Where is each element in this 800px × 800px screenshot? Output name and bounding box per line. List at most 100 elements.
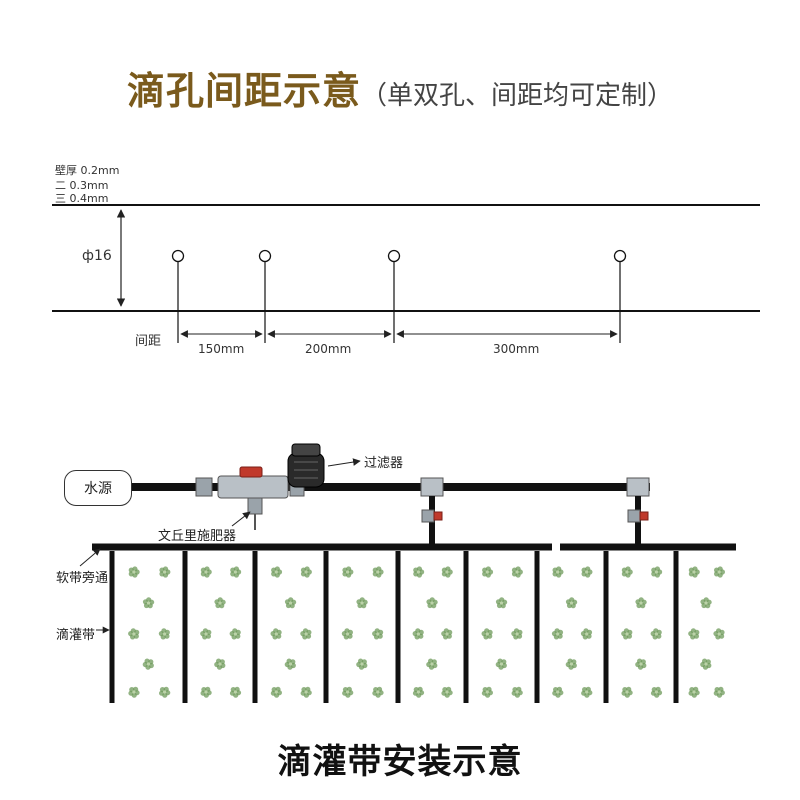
plant (621, 566, 633, 578)
bypass-label: 软带旁通 (56, 571, 109, 586)
plant (511, 686, 523, 698)
riser-left (420, 477, 444, 545)
plant (441, 686, 453, 698)
plant (412, 628, 424, 640)
plant (142, 658, 154, 670)
plant (495, 658, 507, 670)
plant (426, 658, 438, 670)
wall-thickness-mark-1: 二 (55, 179, 66, 192)
plant (300, 686, 312, 698)
plant (688, 628, 700, 640)
venturi-label: 文丘里施肥器 (158, 529, 237, 544)
plant (372, 686, 384, 698)
plant (581, 566, 593, 578)
plant (270, 686, 282, 698)
plant (511, 628, 523, 640)
plant (551, 628, 564, 640)
plant (482, 566, 494, 578)
plant (495, 597, 508, 609)
plant (635, 597, 647, 609)
plant (200, 628, 212, 640)
plant (441, 566, 453, 578)
plant (200, 566, 212, 578)
diameter-label: ф16 (82, 248, 112, 264)
plant-field (128, 566, 726, 698)
plant (581, 686, 593, 698)
valve-red (239, 466, 263, 478)
dimension-300: 300mm (493, 342, 540, 356)
plant (552, 566, 564, 578)
plant (200, 686, 212, 698)
plant (481, 628, 493, 640)
plant (300, 566, 312, 578)
drip-holes (171, 249, 627, 343)
plant (128, 566, 140, 578)
filter-label: 过滤器 (364, 456, 404, 471)
riser-right (626, 477, 650, 545)
title-sub: （单双孔、间距均可定制） (361, 81, 674, 111)
plant (214, 658, 226, 670)
plant (688, 566, 700, 578)
plant (565, 658, 577, 670)
plant (552, 686, 564, 698)
wall-thickness-row-2: 二 0.3mm (55, 177, 108, 193)
installation-title: 滴灌带安装示意 (277, 742, 523, 782)
plant (128, 628, 140, 640)
title-main: 滴孔间距示意 (126, 69, 361, 113)
drip-tapes (109, 551, 679, 703)
plant (441, 628, 453, 640)
wall-thickness-value-3: 0.4mm (69, 192, 109, 205)
wall-thickness-row-3: 三 0.4mm (55, 190, 108, 206)
plant (342, 686, 354, 698)
plant (341, 628, 353, 640)
drip-hole (613, 249, 627, 263)
plant (372, 628, 384, 640)
plant (565, 597, 578, 609)
drip-tape-label: 滴灌带 (56, 628, 96, 643)
plant (700, 597, 712, 609)
filter (287, 443, 325, 488)
water-source-label: 水源 (84, 481, 112, 497)
wall-thickness-mark-2: 三 (55, 192, 66, 205)
drip-hole (387, 249, 401, 263)
drip-hole (258, 249, 272, 263)
plant (342, 566, 354, 578)
plant (356, 658, 368, 670)
wall-thickness-value-2: 0.3mm (69, 179, 109, 192)
spacing-label: 间距 (135, 334, 162, 349)
plant (713, 628, 725, 640)
plant (714, 566, 726, 578)
plant (713, 686, 725, 698)
plant (688, 686, 700, 698)
water-source-box: 水源 (64, 470, 132, 506)
plant (229, 628, 241, 640)
plant (481, 686, 493, 698)
plant (284, 597, 297, 609)
plant (426, 597, 438, 609)
plant (284, 658, 296, 670)
plant (158, 628, 170, 640)
plant (511, 566, 523, 578)
plant (229, 686, 242, 698)
plant (142, 597, 155, 609)
plant (580, 628, 593, 640)
plant (651, 566, 663, 578)
plant (271, 566, 283, 578)
plant (413, 566, 425, 578)
plant (372, 566, 384, 578)
plant (635, 658, 647, 670)
page-title: 滴孔间距示意（单双孔、间距均可定制） (0, 60, 800, 115)
wall-thickness-row-1: 壁厚 0.2mm (55, 162, 119, 178)
plant (159, 686, 171, 698)
plant (230, 566, 242, 578)
plant (650, 628, 662, 640)
plant (159, 566, 171, 578)
wall-thickness-value-1: 0.2mm (80, 164, 120, 177)
dimension-200: 200mm (305, 342, 352, 356)
plant (700, 658, 712, 670)
plant (621, 628, 633, 640)
plant (214, 597, 226, 609)
plant (621, 686, 633, 698)
plant (270, 628, 282, 640)
